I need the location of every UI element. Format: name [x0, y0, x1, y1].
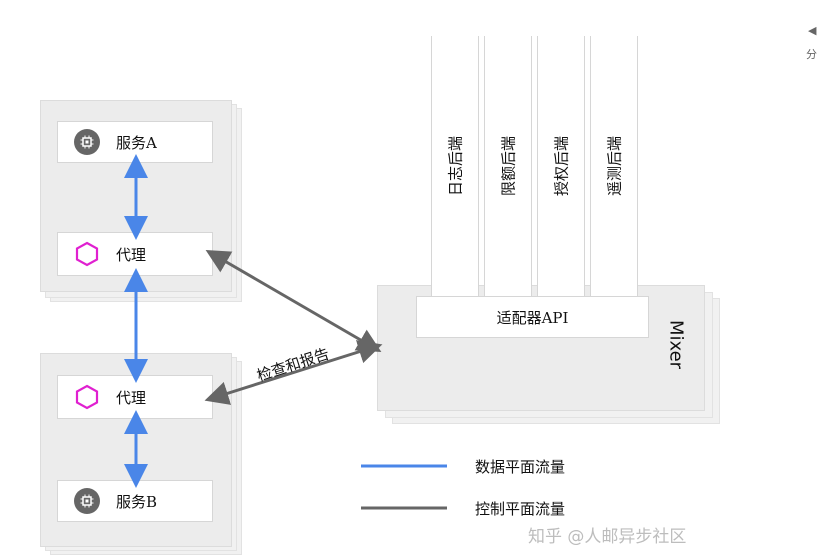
corner-arrow-icon[interactable]: ◀ — [808, 24, 817, 37]
service-b-label: 服务B — [116, 492, 158, 511]
backend-telemetry[interactable]: 遥测后端 — [590, 36, 638, 296]
legend-data-plane-label: 数据平面流量 — [475, 458, 566, 476]
adapter-api-label: 适配器API — [496, 308, 569, 327]
hexagon-icon — [74, 241, 100, 267]
proxy-b-label: 代理 — [116, 388, 147, 407]
watermark: 知乎 @人邮异步社区 — [528, 527, 687, 547]
chip-icon — [74, 488, 100, 514]
adapter-api-box[interactable]: 适配器API — [416, 296, 649, 338]
backend-auth[interactable]: 授权后端 — [537, 36, 585, 296]
service-a-label: 服务A — [116, 133, 157, 152]
backend-quota[interactable]: 限额后端 — [484, 36, 532, 296]
proxy-a-label: 代理 — [116, 245, 147, 264]
legend-control-plane-label: 控制平面流量 — [475, 500, 566, 518]
arrow-proxy-a-mixer — [205, 249, 382, 353]
chip-icon — [74, 129, 100, 155]
backend-logging[interactable]: 日志后端 — [431, 36, 479, 296]
share-label[interactable]: 分 — [806, 48, 817, 61]
arrow-proxy-b-mixer — [204, 340, 383, 405]
hexagon-icon — [74, 384, 100, 410]
